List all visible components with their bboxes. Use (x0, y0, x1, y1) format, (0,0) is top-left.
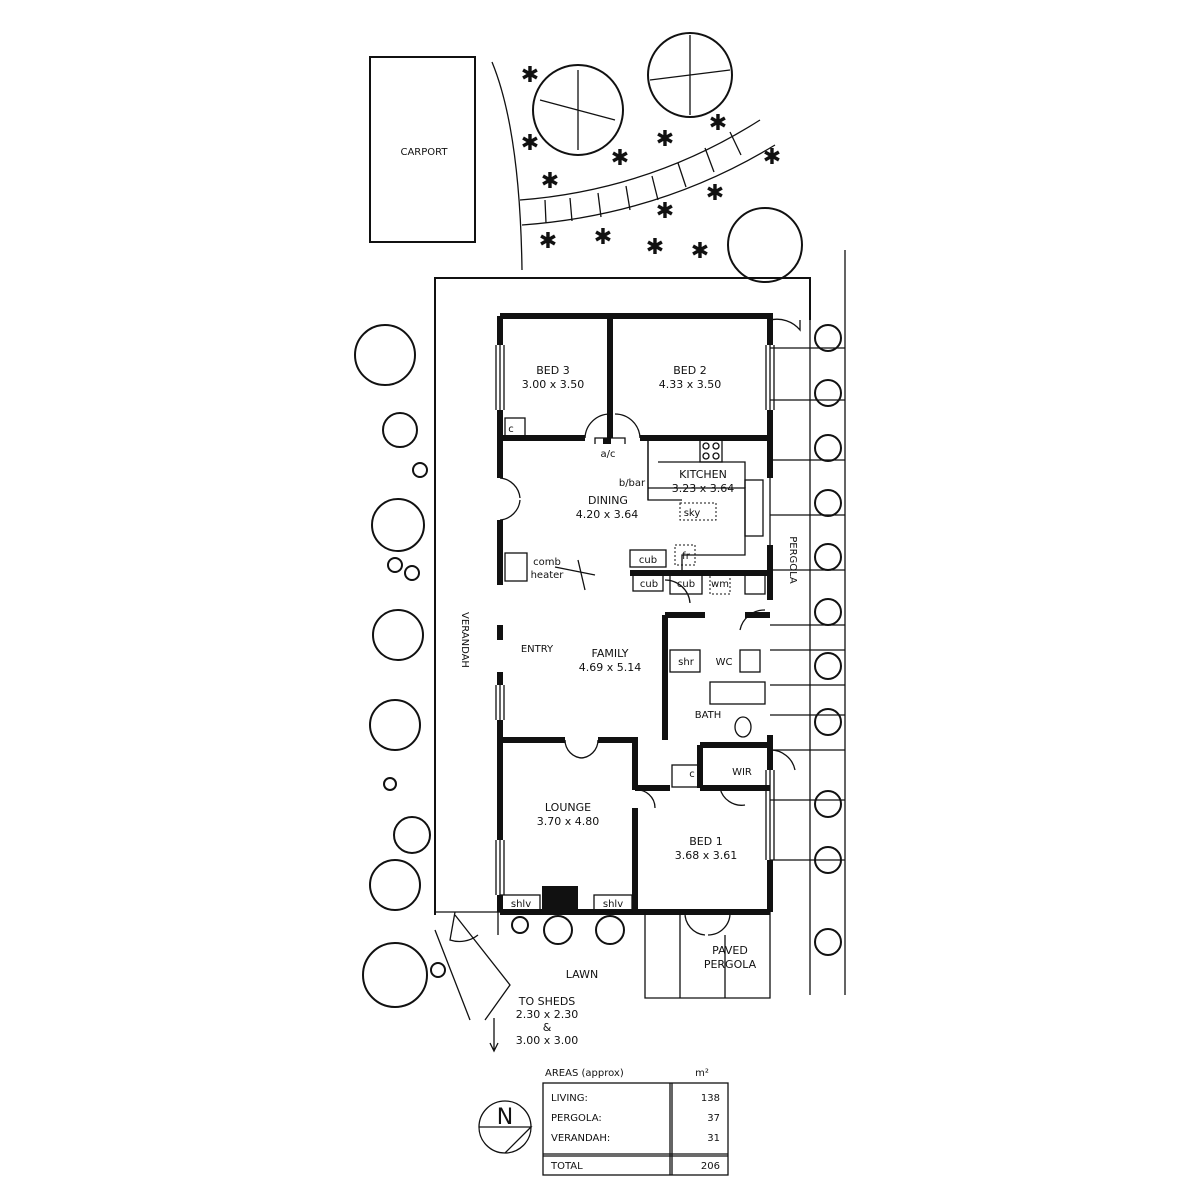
room-lounge-size: 3.70 x 4.80 (537, 815, 600, 828)
area-total-label: TOTAL (550, 1161, 583, 1172)
heater-label: comb (533, 557, 561, 568)
svg-text:✱: ✱ (541, 169, 559, 194)
cupboard-c-label: c (508, 424, 514, 435)
areas-title: AREAS (approx) (545, 1068, 624, 1079)
area-row-label: VERANDAH: (551, 1133, 610, 1144)
cupboard-label: cub (677, 579, 695, 590)
north-compass-icon: N (478, 1100, 533, 1154)
kitchen-fixtures (499, 417, 766, 913)
room-bed3-size: 3.00 x 3.50 (522, 378, 585, 391)
verandah-label: VERANDAH (459, 612, 470, 668)
room-wir: WIR (732, 767, 752, 778)
room-kitchen-name: KITCHEN (679, 468, 727, 481)
cupboard-c-label: c (689, 769, 695, 780)
svg-text:✱: ✱ (611, 146, 629, 171)
areas-unit: m² (695, 1068, 709, 1079)
svg-text:✱: ✱ (646, 235, 664, 260)
area-row-label: PERGOLA: (551, 1113, 602, 1124)
svg-text:✱: ✱ (656, 127, 674, 152)
room-bed1-name: BED 1 (689, 835, 722, 848)
doors (434, 318, 801, 1021)
shelves-label: shlv (511, 899, 531, 910)
room-wc: WC (716, 657, 733, 668)
area-row-value: 37 (707, 1113, 720, 1124)
washing-machine-label: wm (711, 579, 729, 590)
pergola: PERGOLA (770, 320, 845, 995)
svg-text:✱: ✱ (706, 181, 724, 206)
pergola-label: PERGOLA (787, 536, 798, 584)
ac-label: a/c (601, 449, 616, 460)
svg-text:✱: ✱ (521, 131, 539, 156)
room-kitchen-size: 3.23 x 3.64 (672, 482, 735, 495)
room-entry: ENTRY (521, 644, 554, 655)
sheds-note: TO SHEDS (518, 995, 576, 1008)
verandah: VERANDAH (434, 250, 846, 995)
room-family-name: FAMILY (592, 647, 629, 660)
area-row-value: 138 (701, 1093, 720, 1104)
trees (354, 32, 803, 1008)
room-dining-name: DINING (588, 494, 628, 507)
area-total-value: 206 (701, 1161, 720, 1172)
svg-text:✱: ✱ (691, 239, 709, 264)
cupboard-label: cub (639, 555, 657, 566)
svg-text:✱: ✱ (763, 145, 781, 170)
bbar-label: b/bar (619, 478, 646, 489)
room-bath: BATH (695, 710, 722, 721)
cupboard-label: cub (640, 579, 658, 590)
paved-pergola-label: PERGOLA (704, 958, 757, 971)
garden-path (491, 61, 776, 271)
area-row-label: LIVING: (551, 1093, 588, 1104)
areas-table: AREAS (approx) m² LIVING: 138 PERGOLA: 3… (542, 1068, 729, 1176)
svg-text:✱: ✱ (656, 199, 674, 224)
paved-pergola (497, 912, 771, 999)
svg-text:✱: ✱ (521, 63, 539, 88)
fixture-labels: a/c b/bar sky fr cub cub cub wm comb hea… (508, 424, 729, 910)
room-family-size: 4.69 x 5.14 (579, 661, 642, 674)
svg-text:✱: ✱ (539, 229, 557, 254)
room-lounge-name: LOUNGE (545, 801, 591, 814)
paved-pergola-label: PAVED (712, 944, 748, 957)
room-bed1-size: 3.68 x 3.61 (675, 849, 738, 862)
shelves-label: shlv (603, 899, 623, 910)
svg-text:✱: ✱ (594, 225, 612, 250)
room-labels: BED 3 3.00 x 3.50 BED 2 4.33 x 3.50 KITC… (521, 364, 752, 862)
sheds-note: & (543, 1021, 552, 1034)
lawn-label: LAWN (566, 968, 598, 981)
carport: CARPORT (369, 56, 476, 243)
shrubs: ✱✱✱ ✱✱✱ ✱✱✱ ✱✱✱ ✱ (521, 63, 781, 264)
room-bed3-name: BED 3 (536, 364, 569, 377)
area-row-value: 31 (707, 1133, 720, 1144)
carport-label: CARPORT (400, 147, 448, 158)
skylight-label: sky (684, 508, 701, 519)
room-bed2-size: 4.33 x 3.50 (659, 378, 722, 391)
sheds-note: 2.30 x 2.30 (516, 1008, 579, 1021)
room-dining-size: 4.20 x 3.64 (576, 508, 639, 521)
arrow-down-icon (489, 1018, 499, 1053)
heater-label: heater (531, 570, 565, 581)
site-labels: LAWN PAVED PERGOLA TO SHEDS 2.30 x 2.30 … (489, 944, 757, 1053)
room-shr: shr (678, 657, 695, 668)
svg-text:✱: ✱ (709, 111, 727, 136)
fridge-label: fr (682, 551, 691, 562)
sheds-note: 3.00 x 3.00 (516, 1034, 579, 1047)
room-bed2-name: BED 2 (673, 364, 706, 377)
walls (495, 313, 775, 915)
compass-label: N (497, 1105, 513, 1130)
